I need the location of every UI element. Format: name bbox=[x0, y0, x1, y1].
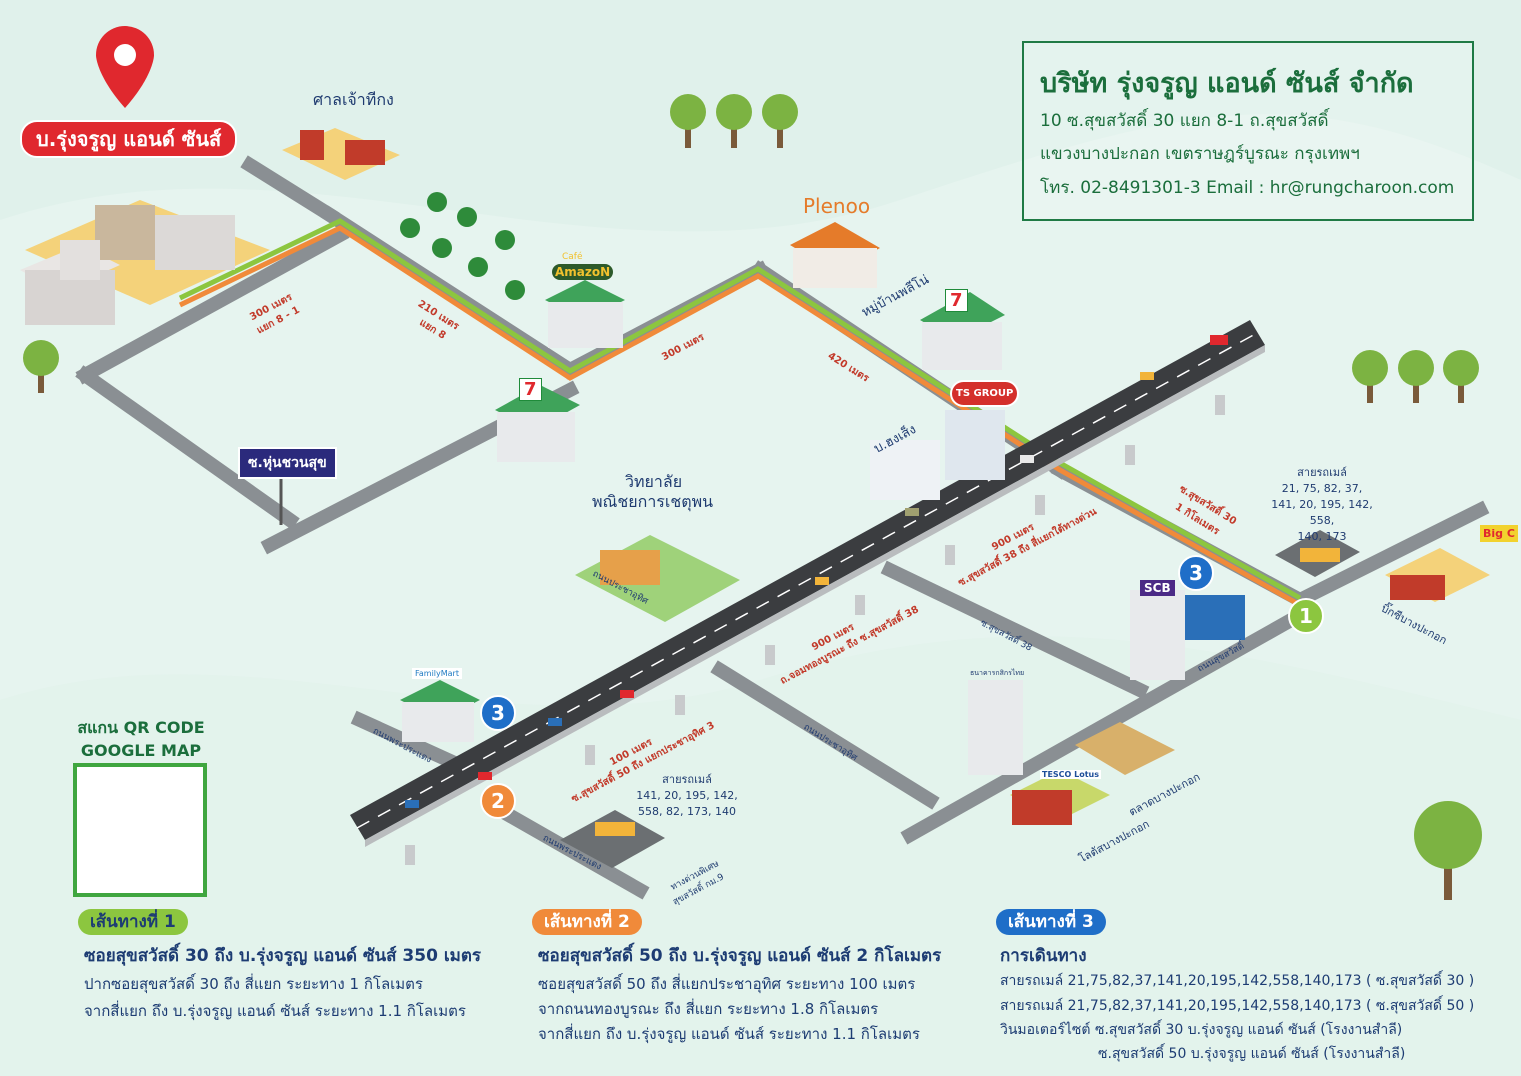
kbank-label: ธนาคารกสิกรไทย bbox=[970, 669, 1025, 677]
seven-eleven-building-2 bbox=[920, 292, 1005, 370]
college-label-line-2: พณิชยการเชตุพน bbox=[592, 492, 714, 511]
company-name: บริษัท รุ่งจรูญ แอนด์ ซันส์ จำกัด bbox=[1040, 68, 1414, 99]
village-house bbox=[790, 222, 880, 288]
route-1-line bbox=[178, 218, 1302, 601]
familymart-logo: FamilyMart bbox=[412, 668, 462, 679]
tree bbox=[427, 192, 447, 212]
tree bbox=[1414, 801, 1482, 900]
tesco-building bbox=[1010, 770, 1110, 825]
route-2-tag: เส้นทางที่ 2 bbox=[532, 909, 642, 935]
seven-eleven-logo-2: 7 bbox=[945, 289, 968, 312]
route-3-line-4: ซ.สุขสวัสดิ์ 50 บ.รุ่งจรูญ แอนด์ ซันส์ (… bbox=[1098, 1046, 1406, 1062]
cafe-amazon-logo: AmazoN bbox=[552, 264, 614, 280]
road-segment bbox=[900, 605, 1310, 845]
bigc-logo: Big C bbox=[1480, 525, 1518, 542]
bus-info-title: สายรถเมล์ bbox=[662, 773, 712, 786]
tree bbox=[400, 218, 420, 238]
road-segment bbox=[880, 560, 1150, 700]
route-1-badge[interactable]: 1 bbox=[1288, 598, 1324, 634]
tree bbox=[1443, 350, 1479, 403]
shrine-label: ศาลเจ้าทีกง bbox=[313, 90, 394, 109]
plenoo-logo: Plenoo bbox=[803, 194, 871, 218]
kbank-building bbox=[968, 680, 1023, 775]
qr-title: สแกน QR CODE GOOGLE MAP bbox=[70, 716, 212, 762]
scb-building bbox=[1130, 590, 1245, 680]
market-area bbox=[1075, 722, 1175, 775]
road-segment bbox=[75, 365, 300, 530]
route-3-line-2: สายรถเมล์ 21,75,82,37,141,20,195,142,558… bbox=[1000, 998, 1475, 1014]
company-info-box: บริษัท รุ่งจรูญ แอนด์ ซันส์ จำกัด 10 ซ.ส… bbox=[1022, 41, 1474, 221]
tree bbox=[1352, 350, 1388, 403]
shrine-building bbox=[282, 128, 400, 180]
route-2-heading: ซอยสุขสวัสดิ์ 50 ถึง บ.รุ่งจรูญ แอนด์ ซั… bbox=[538, 946, 942, 966]
qr-title-line-1: สแกน QR CODE bbox=[77, 718, 205, 737]
familymart-building bbox=[400, 680, 480, 742]
bus-info-line: 140, 173 bbox=[1297, 530, 1347, 543]
route-2-line-3: จากสี่แยก ถึง บ.รุ่งจรูญ แอนด์ ซันส์ ระย… bbox=[538, 1025, 920, 1043]
company-address-line-2: แขวงบางปะกอก เขตราษฎร์บูรณะ กรุงเทพฯ bbox=[1040, 144, 1360, 164]
tree bbox=[716, 94, 752, 148]
ts-group-logo: TS GROUP bbox=[950, 380, 1020, 407]
cafe-logo-top: Café bbox=[562, 252, 583, 262]
bus-stop-top bbox=[1275, 530, 1360, 577]
route-1-heading: ซอยสุขสวัสดิ์ 30 ถึง บ.รุ่งจรูญ แอนด์ ซั… bbox=[84, 946, 482, 966]
bus-info-bottom: สายรถเมล์ 141, 20, 195, 142, 558, 82, 17… bbox=[632, 772, 742, 820]
bus-info-line: 558, 82, 173, 140 bbox=[638, 805, 736, 818]
road-segment bbox=[1290, 500, 1490, 610]
factory-buildings bbox=[20, 200, 270, 325]
route-3-line-3: วินมอเตอร์ไซต์ ซ.สุขสวัสดิ์ 30 บ.รุ่งจรู… bbox=[1000, 1022, 1403, 1038]
road-segment bbox=[75, 225, 350, 385]
route-3-tag: เส้นทางที่ 3 bbox=[996, 909, 1106, 935]
tree bbox=[1398, 350, 1434, 403]
college-label-line-1: วิทยาลัย bbox=[625, 472, 683, 491]
bus-stop-bottom bbox=[560, 810, 665, 868]
tesco-lotus-logo: TESCO Lotus bbox=[1040, 770, 1102, 779]
road-segment bbox=[240, 155, 340, 225]
bus-info-title: สายรถเมล์ bbox=[1297, 466, 1347, 479]
ts-group-building bbox=[870, 410, 1005, 500]
college-building bbox=[575, 535, 740, 622]
road-segment bbox=[490, 800, 650, 900]
qr-title-line-2: GOOGLE MAP bbox=[80, 741, 202, 760]
route-1-line-2: จากสี่แยก ถึง บ.รุ่งจรูญ แอนด์ ซันส์ ระย… bbox=[84, 1002, 466, 1020]
route-3-badge-familymart[interactable]: 3 bbox=[480, 695, 516, 731]
bigc-building bbox=[1385, 548, 1490, 602]
tree bbox=[468, 257, 488, 277]
trees bbox=[23, 94, 1482, 900]
tree bbox=[670, 94, 706, 148]
route-3-badge-scb[interactable]: 3 bbox=[1178, 555, 1214, 591]
route-2-badge[interactable]: 2 bbox=[480, 783, 516, 819]
cafe-building bbox=[545, 280, 625, 348]
company-address-line-1: 10 ซ.สุขสวัสดิ์ 30 แยก 8-1 ถ.สุขสวัสดิ์ bbox=[1040, 111, 1329, 131]
route-2-line-1: ซอยสุขสวัสดิ์ 50 ถึง สี่แยกประชาอุทิศ ระ… bbox=[538, 975, 916, 993]
seven-eleven-building-1 bbox=[495, 385, 580, 462]
bus-info-line: 21, 75, 82, 37, bbox=[1281, 482, 1363, 495]
tree bbox=[432, 238, 452, 258]
bus-info-top: สายรถเมล์ 21, 75, 82, 37, 141, 20, 195, … bbox=[1262, 465, 1382, 545]
qr-code-frame[interactable] bbox=[73, 763, 207, 897]
bg-swoosh bbox=[0, 0, 1521, 232]
tree bbox=[505, 280, 525, 300]
route-1-tag: เส้นทางที่ 1 bbox=[78, 909, 188, 935]
road-segment bbox=[710, 660, 940, 810]
tree bbox=[457, 207, 477, 227]
location-pin-icon bbox=[96, 26, 154, 108]
tree bbox=[495, 230, 515, 250]
route-2-line-2: จากถนนทองบูรณะ ถึง สี่แยก ระยะทาง 1.8 กิ… bbox=[538, 1000, 879, 1018]
bus-info-line: 141, 20, 195, 142, 558, bbox=[1271, 498, 1373, 527]
company-contact: โทร. 02-8491301-3 Email : hr@rungcharoon… bbox=[1040, 178, 1455, 198]
company-pin-label[interactable]: บ.รุ่งจรูญ แอนด์ ซันส์ bbox=[20, 120, 238, 158]
route-2-line bbox=[178, 225, 1302, 608]
tree bbox=[23, 340, 59, 393]
soi-hun-chuan-suk-sign: ซ.หุ่นชวนสุข bbox=[238, 447, 337, 479]
route-3-line-1: สายรถเมล์ 21,75,82,37,141,20,195,142,558… bbox=[1000, 973, 1475, 989]
route-3-heading: การเดินทาง bbox=[1000, 946, 1087, 966]
route-1-line-1: ปากซอยสุขสวัสดิ์ 30 ถึง สี่แยก ระยะทาง 1… bbox=[84, 975, 423, 993]
seven-eleven-logo-1: 7 bbox=[519, 378, 542, 401]
tree bbox=[762, 94, 798, 148]
bus-info-line: 141, 20, 195, 142, bbox=[636, 789, 738, 802]
scb-logo: SCB bbox=[1140, 580, 1175, 596]
